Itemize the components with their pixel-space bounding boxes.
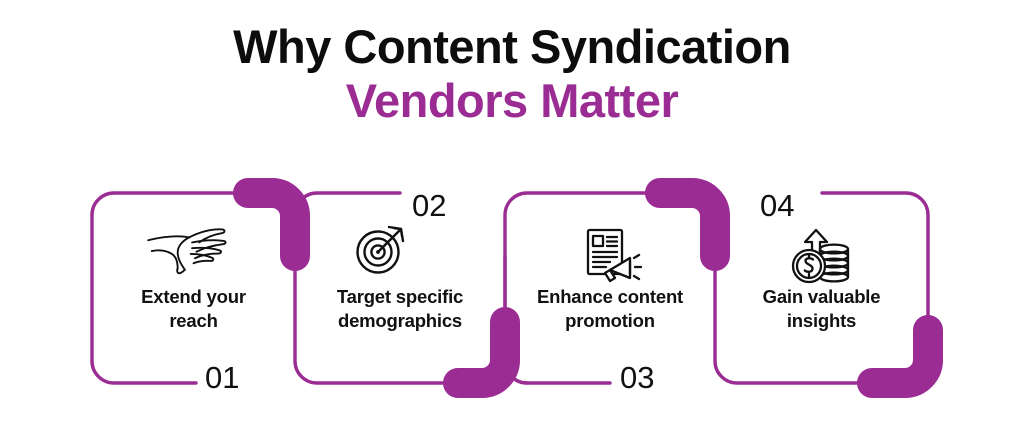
connector-elbow-2 xyxy=(443,307,520,398)
page-title: Why Content Syndication Vendors Matter xyxy=(0,22,1024,126)
card-3-label-line-1: Enhance content xyxy=(536,286,684,307)
card-3-number: 03 xyxy=(620,360,655,395)
card-1-number: 01 xyxy=(205,360,240,395)
card-3-outline xyxy=(503,191,662,385)
card-1-label-line-2: reach xyxy=(169,309,218,331)
card-2-label: Target specific demographics xyxy=(295,285,505,332)
document-megaphone-icon xyxy=(586,228,643,283)
target-bullseye-arrow-icon xyxy=(356,225,405,274)
card-3-label: Enhance content promotion xyxy=(505,285,715,332)
connector-elbow-1 xyxy=(233,178,310,271)
card-4-outline xyxy=(713,254,864,385)
card-2-outline xyxy=(293,191,449,385)
card-1-outline xyxy=(90,191,250,385)
card-2-label-line-2: demographics xyxy=(337,309,463,331)
card-4-label-line-1: Gain valuable xyxy=(762,286,881,307)
card-4-number: 04 xyxy=(760,188,795,223)
card-3-label-line-2: promotion xyxy=(565,309,655,331)
reaching-hand-icon xyxy=(147,228,227,275)
card-4-label-line-2: insights xyxy=(786,309,857,331)
card-1-label: Extend your reach xyxy=(92,285,295,332)
page-title-line-1: Why Content Syndication xyxy=(233,20,791,73)
card-2-number: 02 xyxy=(412,188,447,223)
page-title-line-2: Vendors Matter xyxy=(345,73,679,127)
card-4-label: Gain valuable insights xyxy=(715,285,928,332)
connector-elbow-4 xyxy=(857,315,943,398)
card-4-top-right-edge xyxy=(820,191,930,332)
card-1-label-line-1: Extend your xyxy=(141,286,246,307)
connector-elbow-3 xyxy=(645,178,730,271)
card-2-label-line-1: Target specific xyxy=(336,286,464,307)
coins-dollar-growth-icon xyxy=(791,228,850,284)
